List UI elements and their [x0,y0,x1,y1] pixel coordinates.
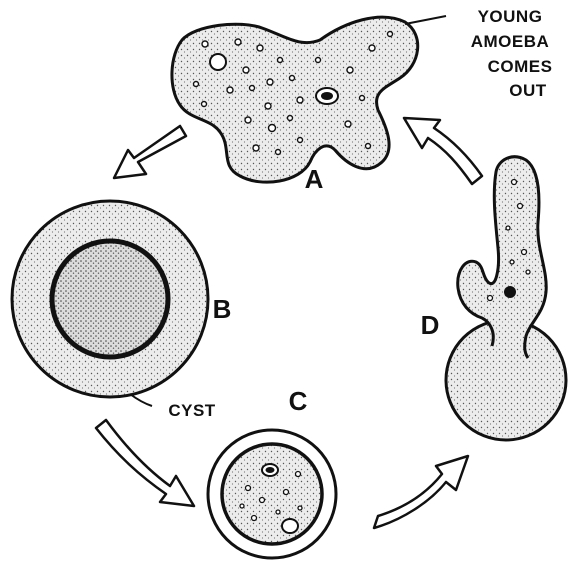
arrow-c-to-d [374,456,468,528]
stage-b-cyst [12,201,208,397]
arrow-b-to-c [96,420,194,506]
arrow-a-to-b [114,126,186,178]
young-amoeba-leader-line [405,16,446,24]
stage-a-label: A [305,164,324,194]
arrow-d-to-a [404,118,482,184]
stage-b-label: B [213,294,232,324]
cyst-leader-line [130,394,152,406]
young-amoeba-label: YOUNG AMOEBA COMES OUT [471,7,553,100]
stage-c-cyst [208,430,336,558]
svg-text:YOUNG: YOUNG [478,7,543,26]
stage-d-emerging [446,157,566,440]
svg-text:COMES: COMES [488,57,553,76]
stage-c-label: C [289,386,308,416]
svg-text:AMOEBA: AMOEBA [471,32,550,51]
svg-text:OUT: OUT [509,81,547,100]
stage-d-label: D [421,310,440,340]
cyst-label: CYST [168,401,215,420]
stage-a-amoeba [172,17,418,182]
